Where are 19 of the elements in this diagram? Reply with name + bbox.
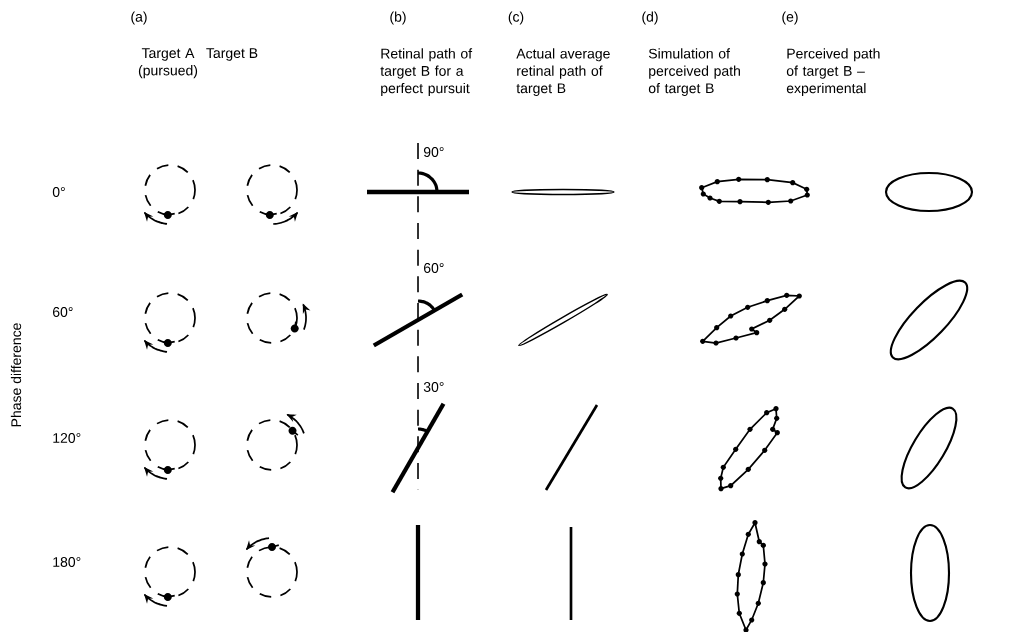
row-label: 0° [52, 187, 65, 197]
angle-label: 30° [423, 382, 444, 392]
column-letter: (a) [131, 11, 147, 25]
row-label: 180° [53, 557, 81, 567]
column-letter: (c) [508, 11, 524, 25]
column-heading: Simulation of perceived path of target B [648, 48, 740, 96]
column-heading: Target A (pursued) [138, 48, 198, 79]
column-heading: Target B [206, 48, 258, 61]
column-letter: (d) [642, 11, 658, 25]
column-heading: Actual average retinal path of target B [516, 48, 610, 96]
axis-label: Phase difference [10, 323, 22, 427]
column-heading: Perceived path of target B – experimental [786, 48, 880, 96]
column-heading: Retinal path of target B for a perfect pursuit [380, 48, 473, 96]
row-label: 60° [53, 307, 73, 317]
angle-label: 90° [423, 147, 444, 157]
row-label: 120° [53, 433, 81, 443]
column-letter: (e) [782, 11, 798, 25]
angle-label: 60° [424, 263, 444, 273]
column-letter: (b) [390, 11, 406, 25]
